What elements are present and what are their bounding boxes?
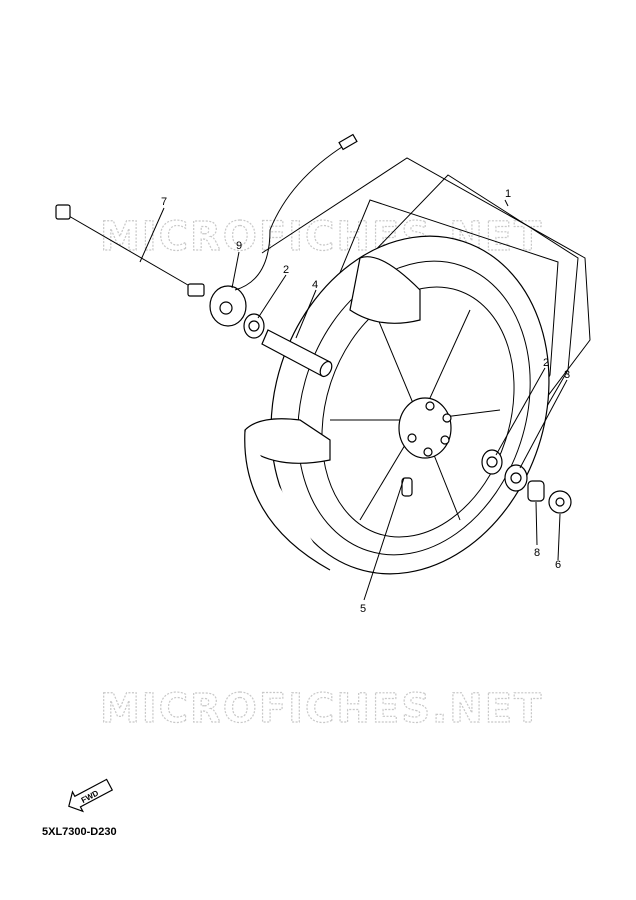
hub-bolt [440, 435, 450, 445]
axle-head [55, 204, 71, 220]
callout-2-left: 2 [283, 264, 289, 276]
forward-arrow-icon: FWD [68, 778, 114, 813]
callout-4: 4 [312, 279, 318, 291]
hub-bolt [407, 433, 417, 443]
tire-section-left [244, 418, 331, 464]
callout-9: 9 [236, 240, 242, 252]
speedometer-cable [234, 144, 346, 291]
hub-bolt [442, 413, 452, 423]
callout-3: 3 [564, 369, 570, 381]
callout-2-right: 2 [543, 357, 549, 369]
assembly-bracket-inner [309, 174, 579, 471]
callout-6: 6 [555, 559, 561, 571]
valve [401, 477, 413, 497]
tire-left-edge [244, 429, 331, 571]
rim-outer [297, 260, 531, 556]
hub [398, 397, 452, 459]
cable-end [338, 133, 358, 151]
bearing-left-inner [248, 320, 260, 332]
collar [261, 329, 333, 378]
tire-section-top [349, 256, 421, 324]
hub-bolt [423, 447, 433, 457]
cap-inner [555, 497, 565, 507]
leader-lines [139, 199, 568, 601]
speedometer-gear-unit [209, 133, 358, 327]
hub-bolt [425, 401, 435, 411]
callout-1: 1 [505, 188, 511, 200]
axle [55, 204, 205, 297]
bearing-right-inner [486, 456, 498, 468]
oil-seal-inner [510, 472, 522, 484]
watermark-bottom: MICROFICHES.NET [100, 686, 543, 732]
gear-hole [219, 301, 233, 315]
wheel-assembly [244, 235, 550, 575]
diagram-code: 5XL7300-D230 [42, 826, 117, 838]
spacer-collar [527, 480, 545, 502]
callout-8: 8 [534, 547, 540, 559]
rim-inner [321, 286, 515, 538]
callout-5: 5 [360, 603, 366, 615]
axle-thread [187, 283, 205, 297]
callout-7: 7 [161, 196, 167, 208]
